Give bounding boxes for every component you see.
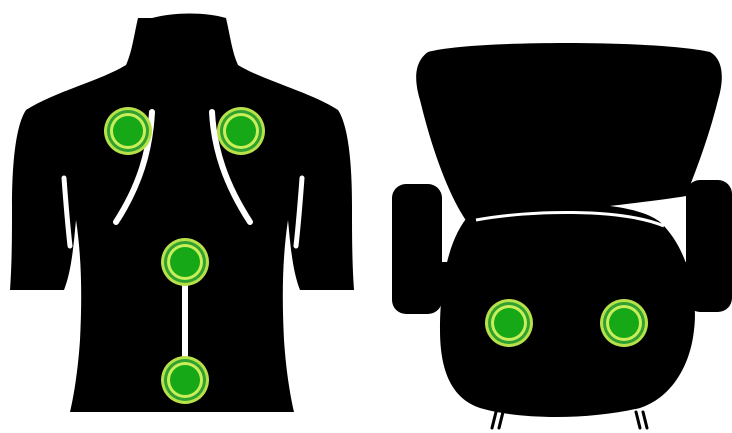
right-shoulder-sensor[interactable] (217, 107, 265, 155)
torso-figure (10, 14, 354, 413)
seat-left-sensor[interactable] (485, 299, 533, 347)
chair-figure (392, 43, 732, 428)
chair-seat (440, 204, 695, 417)
chair-left-armrest (392, 184, 442, 314)
lower-spine-sensor[interactable] (161, 356, 209, 404)
seat-right-sensor[interactable] (600, 299, 648, 347)
left-shoulder-sensor[interactable] (104, 107, 152, 155)
mid-spine-sensor[interactable] (161, 238, 209, 286)
